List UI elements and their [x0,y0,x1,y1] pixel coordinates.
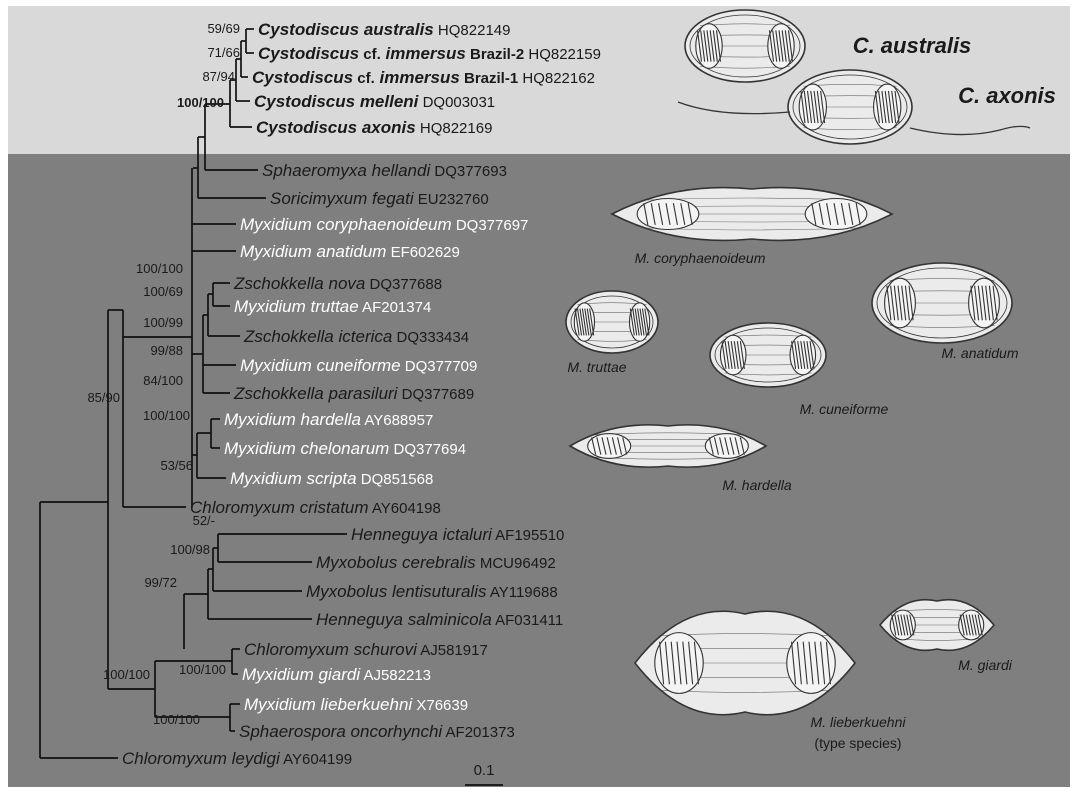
support-value: 99/72 [144,575,177,590]
spore-drawing-c-axonis [788,70,912,144]
taxon-label: Soricimyxum fegati EU232760 [270,189,489,208]
support-value: 100/100 [136,261,183,276]
taxon-label: Myxidium scripta DQ851568 [230,469,433,488]
support-value: 100/100 [143,408,190,423]
taxon-label: Cystodiscus axonis HQ822169 [256,118,492,137]
taxon-label: Myxidium lieberkuehni X76639 [244,695,468,714]
spore-drawing-c-australis [685,10,805,82]
taxon-label: Chloromyxum leydigi AY604199 [122,749,352,768]
spore-caption: M. hardella [722,477,791,493]
taxon-label: Cystodiscus australis HQ822149 [258,20,510,39]
spore-caption: M. cuneiforme [800,401,889,417]
taxon-label: Henneguya ictaluri AF195510 [351,525,564,544]
support-value: 52/- [193,513,215,528]
taxon-label: Myxidium anatidum EF602629 [240,242,460,261]
spore-caption: C. axonis [958,83,1056,108]
spore-drawing-m-truttae [566,291,658,353]
taxon-label: Zschokkella parasiluri DQ377689 [233,384,474,403]
taxon-label: Cystodiscus cf. immersus Brazil-2 HQ8221… [258,44,601,63]
spore-caption: M. giardi [958,657,1013,673]
support-value: 53/56 [160,458,193,473]
support-value: 100/69 [143,284,183,299]
support-value: 99/88 [150,343,183,358]
taxon-label: Myxidium chelonarum DQ377694 [224,439,466,458]
taxon-label: Sphaeromyxa hellandi DQ377693 [262,161,507,180]
taxon-label: Myxidium truttae AF201374 [234,297,431,316]
taxon-label: Myxidium coryphaenoideum DQ377697 [240,215,528,234]
taxon-label: Myxidium giardi AJ582213 [242,665,431,684]
spore-drawing-m-anatidum [872,263,1012,343]
taxon-label: Sphaerospora oncorhynchi AF201373 [239,722,515,741]
spore-drawing-m-cuneiforme [710,323,826,387]
support-value: 100/98 [170,542,210,557]
support-value: 87/94 [202,69,235,84]
spore-caption: C. australis [853,33,972,58]
taxon-label: Chloromyxum schurovi AJ581917 [244,640,488,659]
taxon-label: Cystodiscus melleni DQ003031 [254,92,495,111]
support-value: 100/100 [179,662,226,677]
taxon-label: Zschokkella icterica DQ333434 [243,327,469,346]
taxon-label: Zschokkella nova DQ377688 [233,274,442,293]
support-value: 71/66 [207,45,240,60]
support-value: 100/100 [177,95,224,110]
taxon-label: Cystodiscus cf. immersus Brazil-1 HQ8221… [252,68,595,87]
taxon-label: Myxobolus lentisuturalis AY119688 [306,582,558,601]
support-value: 100/99 [143,315,183,330]
spore-caption: M. coryphaenoideum [635,250,766,266]
spore-caption: (type species) [814,735,901,751]
support-value: 100/100 [153,712,200,727]
support-value: 84/100 [143,373,183,388]
spore-caption: M. truttae [567,359,626,375]
taxon-label: Henneguya salminicola AF031411 [316,610,563,629]
scale-bar-label: 0.1 [474,762,495,779]
support-value: 85/90 [87,390,120,405]
support-value: 59/69 [207,21,240,36]
support-value: 100/100 [103,667,150,682]
taxon-label: Myxobolus cerebralis MCU96492 [316,553,556,572]
spore-caption: M. anatidum [941,345,1018,361]
spore-caption: M. lieberkuehni [811,714,907,730]
taxon-label: Myxidium cuneiforme DQ377709 [240,356,477,375]
taxon-label: Myxidium hardella AY688957 [224,410,433,429]
taxon-label: Chloromyxum cristatum AY604198 [190,498,441,517]
